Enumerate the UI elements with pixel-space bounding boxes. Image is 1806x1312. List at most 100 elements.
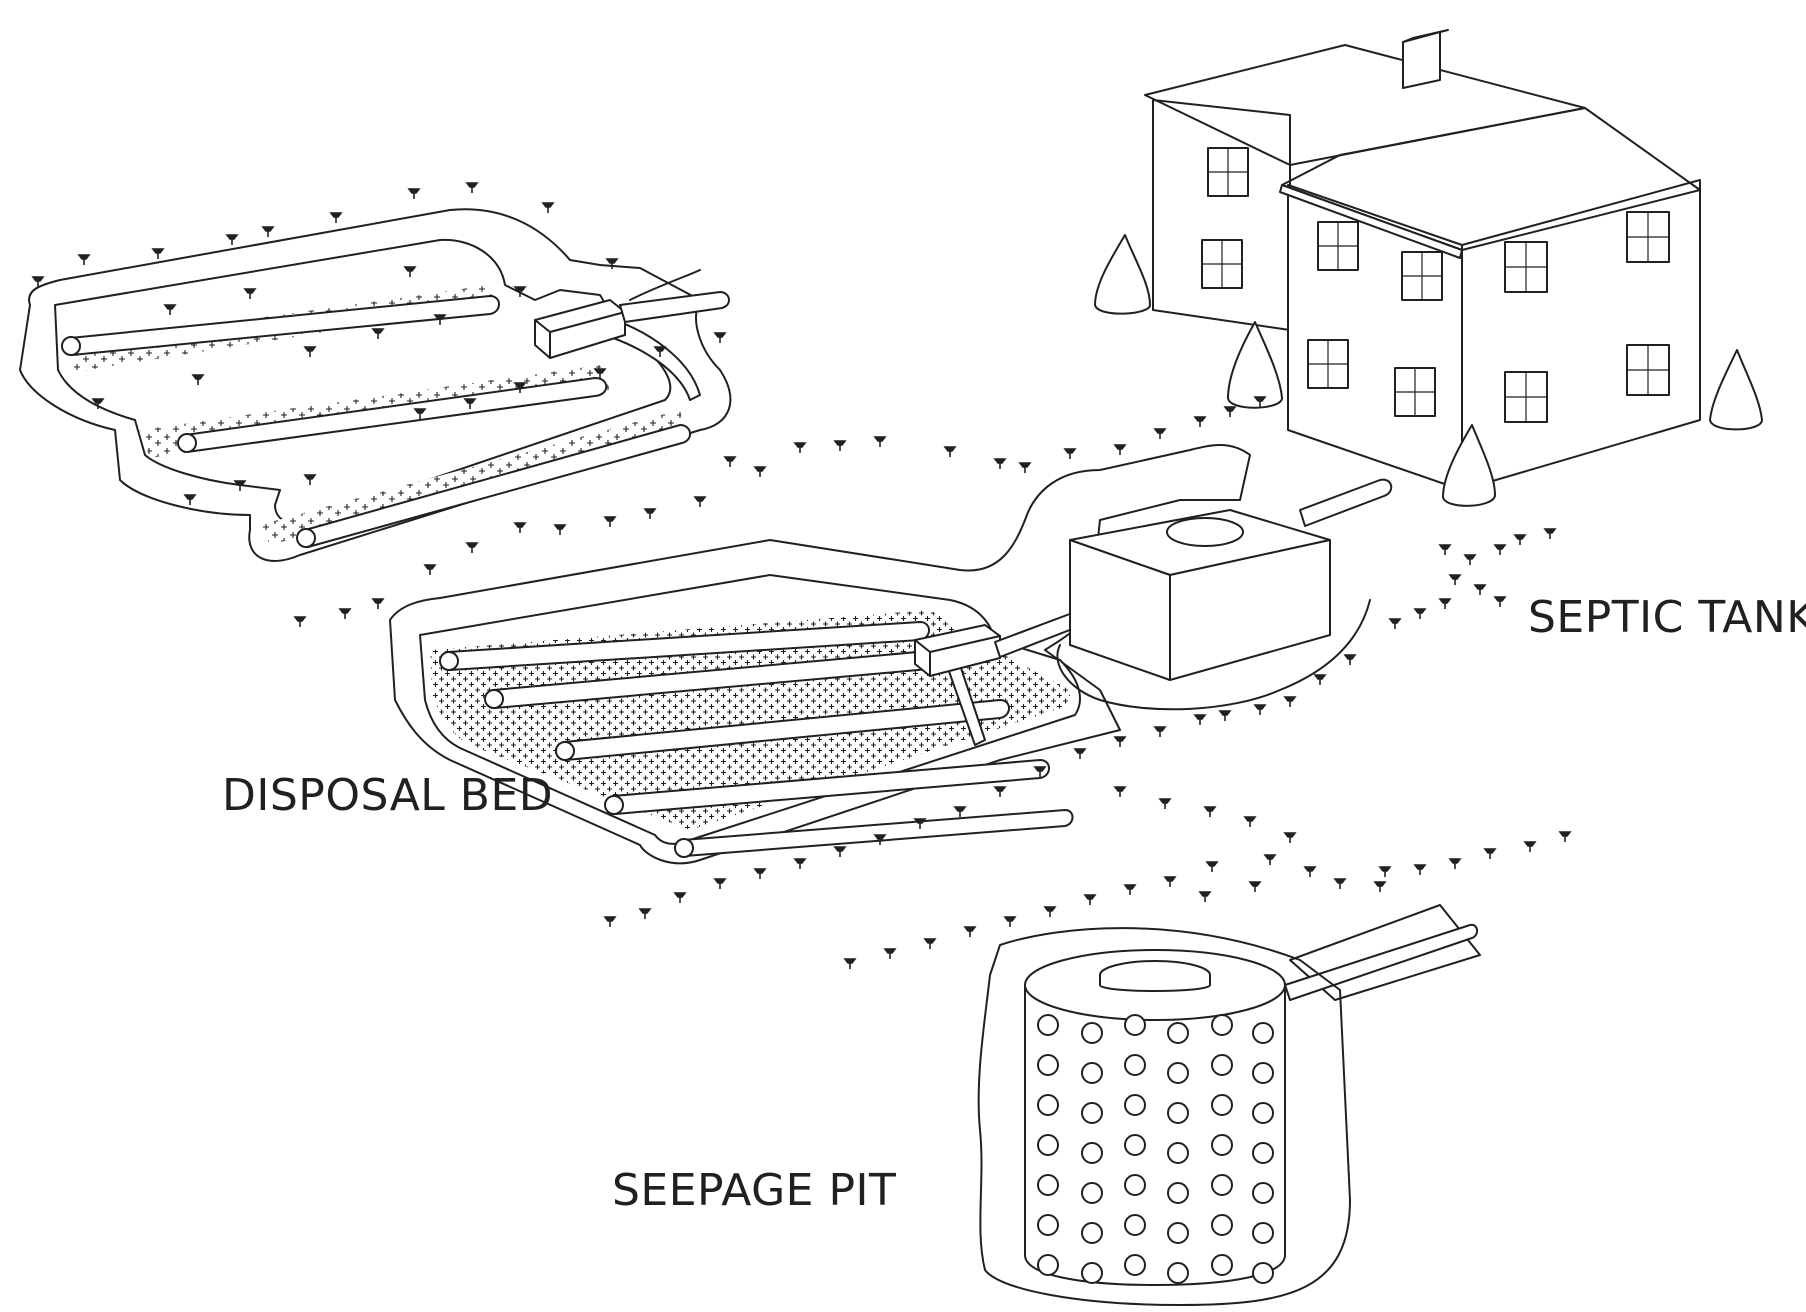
soil-mark — [833, 440, 847, 451]
perforation-hole — [1167, 1142, 1189, 1164]
soil-mark — [1063, 448, 1077, 459]
soil-mark — [873, 834, 887, 845]
perforation-hole — [1081, 1062, 1103, 1084]
perforation-hole — [1081, 1262, 1103, 1284]
soil-mark — [605, 258, 619, 269]
soil-mark — [1513, 534, 1527, 545]
soil-mark — [643, 508, 657, 519]
soil-mark — [843, 958, 857, 969]
disposal-bed-pipes — [439, 621, 1074, 858]
soil-mark — [593, 368, 607, 379]
perforation-hole — [1252, 1102, 1274, 1124]
perforation-hole — [1037, 1014, 1059, 1036]
perforation-hole — [1252, 1222, 1274, 1244]
soil-mark — [1558, 831, 1572, 842]
soil-mark — [1473, 584, 1487, 595]
soil-mark — [1243, 816, 1257, 827]
perforation-hole — [1124, 1174, 1146, 1196]
perforation-hole — [1037, 1214, 1059, 1236]
soil-mark — [653, 346, 667, 357]
soil-mark — [963, 926, 977, 937]
house — [1094, 29, 1763, 507]
perforation-hole — [1124, 1094, 1146, 1116]
soil-mark — [1205, 861, 1219, 872]
soil-mark — [513, 382, 527, 393]
soil-mark — [1018, 462, 1032, 473]
soil-mark — [1438, 544, 1452, 555]
soil-mark — [1493, 544, 1507, 555]
soil-mark — [1193, 714, 1207, 725]
soil-mark — [1163, 876, 1177, 887]
soil-mark — [1198, 891, 1212, 902]
soil-mark — [513, 522, 527, 533]
perforation-hole — [1081, 1022, 1103, 1044]
soil-mark — [1343, 654, 1357, 665]
soil-mark — [603, 916, 617, 927]
soil-mark — [413, 408, 427, 419]
seepage-pit-gravel — [977, 927, 1351, 1306]
soil-mark — [1448, 858, 1462, 869]
soil-mark — [433, 314, 447, 325]
soil-mark — [993, 786, 1007, 797]
perforation-hole — [1124, 1214, 1146, 1236]
soil-mark — [91, 398, 105, 409]
perforation-hole — [1081, 1102, 1103, 1124]
soil-mark — [77, 254, 91, 265]
perforation-hole — [1081, 1182, 1103, 1204]
soil-mark — [713, 878, 727, 889]
soil-mark — [753, 868, 767, 879]
soil-mark — [1413, 608, 1427, 619]
perforation-hole — [1124, 1054, 1146, 1076]
soil-mark — [1083, 894, 1097, 905]
perforation-hole — [1124, 1014, 1146, 1036]
soil-mark — [1263, 854, 1277, 865]
soil-mark — [1493, 596, 1507, 607]
perforation-hole — [1252, 1182, 1274, 1204]
soil-mark — [1073, 748, 1087, 759]
soil-mark — [303, 474, 317, 485]
upper-field-pipes — [61, 269, 730, 548]
soil-mark — [953, 806, 967, 817]
soil-mark — [1333, 878, 1347, 889]
soil-mark — [1043, 906, 1057, 917]
perforation-hole — [1037, 1094, 1059, 1116]
soil-mark — [338, 608, 352, 619]
soil-mark — [833, 846, 847, 857]
soil-mark — [1463, 554, 1477, 565]
soil-mark — [1248, 881, 1262, 892]
soil-mark — [513, 286, 527, 297]
soil-mark — [923, 938, 937, 949]
soil-mark — [1223, 406, 1237, 417]
soil-mark — [1123, 884, 1137, 895]
perforation-hole — [1124, 1254, 1146, 1276]
seepage-pit-label: SEEPAGE PIT — [612, 1165, 896, 1216]
soil-mark — [303, 346, 317, 357]
soil-mark — [638, 908, 652, 919]
perforation-hole — [1167, 1182, 1189, 1204]
soil-mark — [423, 564, 437, 575]
perforation-hole — [1081, 1142, 1103, 1164]
seepage-pit-perforations — [1037, 1014, 1274, 1284]
soil-mark — [1438, 598, 1452, 609]
soil-mark — [693, 496, 707, 507]
disposal-bed — [389, 444, 1251, 865]
soil-mark — [883, 948, 897, 959]
soil-mark — [1153, 428, 1167, 439]
soil-mark — [793, 442, 807, 453]
soil-mark — [793, 858, 807, 869]
soil-mark — [993, 458, 1007, 469]
soil-mark — [1203, 806, 1217, 817]
soil-mark — [371, 328, 385, 339]
soil-mark — [329, 212, 343, 223]
disposal-bed-outline — [389, 444, 1251, 865]
soil-mark — [163, 304, 177, 315]
soil-mark — [673, 892, 687, 903]
perforation-hole — [1124, 1134, 1146, 1156]
septic-tank-label: SEPTIC TANK — [1528, 592, 1806, 643]
soil-mark — [753, 466, 767, 477]
perforation-hole — [1252, 1262, 1274, 1284]
perforation-hole — [1252, 1022, 1274, 1044]
upper-field-outline — [19, 208, 732, 562]
perforation-hole — [1037, 1174, 1059, 1196]
soil-mark — [261, 226, 275, 237]
